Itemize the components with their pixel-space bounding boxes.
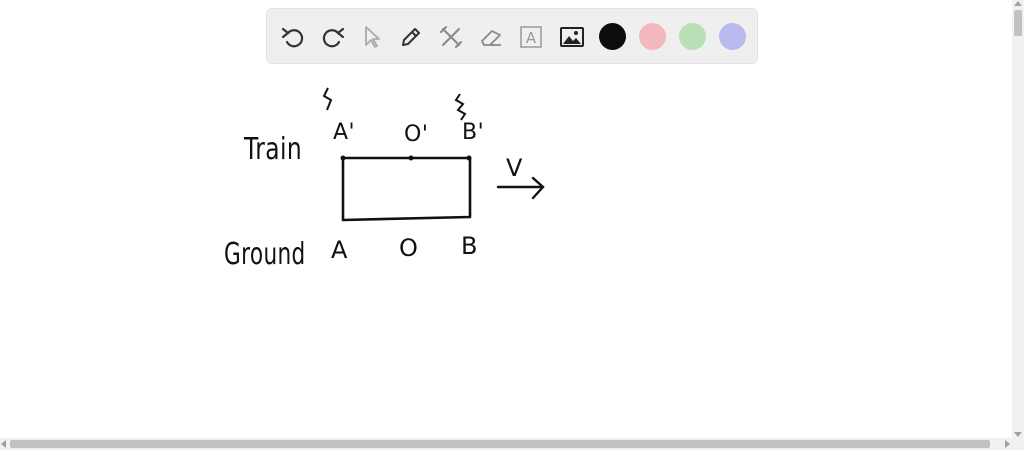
scroll-down-arrow-icon[interactable] bbox=[1014, 432, 1022, 437]
label-b: B bbox=[461, 232, 478, 260]
label-a-prime: A' bbox=[333, 120, 356, 145]
undo-button[interactable] bbox=[277, 21, 309, 53]
eraser-button[interactable] bbox=[475, 21, 507, 53]
point-o-prime-dot bbox=[408, 155, 414, 161]
image-icon bbox=[560, 27, 584, 47]
horizontal-scrollbar[interactable] bbox=[0, 438, 1024, 450]
label-velocity: V bbox=[506, 154, 523, 182]
redo-button[interactable] bbox=[317, 21, 349, 53]
text-button[interactable]: A bbox=[515, 21, 547, 53]
scroll-up-arrow-icon[interactable] bbox=[1014, 1, 1022, 6]
point-b-prime-dot bbox=[466, 155, 472, 161]
label-b-prime: B' bbox=[462, 120, 485, 145]
lightning-strike-b bbox=[454, 93, 467, 121]
pen-icon bbox=[402, 28, 420, 46]
label-o: O bbox=[399, 234, 419, 262]
image-button[interactable] bbox=[556, 21, 588, 53]
color-swatch-pink[interactable] bbox=[639, 23, 666, 50]
label-train: Train bbox=[244, 132, 303, 167]
label-a: A bbox=[331, 236, 348, 264]
eraser-icon bbox=[481, 30, 501, 46]
tools-icon bbox=[440, 26, 462, 48]
redo-icon bbox=[322, 27, 345, 48]
horizontal-scroll-thumb[interactable] bbox=[10, 440, 990, 448]
drawing-canvas[interactable]: Train Ground A' O' B' A O B V bbox=[0, 0, 1012, 438]
drawing-toolbar: A bbox=[266, 8, 758, 64]
lightning-strike-a bbox=[322, 87, 333, 111]
vertical-scroll-thumb[interactable] bbox=[1014, 10, 1022, 36]
label-o-prime: O' bbox=[404, 122, 429, 147]
sketch-layer bbox=[322, 87, 545, 222]
select-button[interactable] bbox=[356, 21, 388, 53]
color-swatch-green[interactable] bbox=[679, 23, 706, 50]
pointer-icon bbox=[365, 26, 380, 48]
point-a-prime-dot bbox=[340, 155, 346, 161]
text-icon: A bbox=[520, 26, 542, 48]
label-ground: Ground bbox=[224, 237, 306, 272]
velocity-arrow bbox=[496, 176, 545, 200]
undo-icon bbox=[281, 27, 304, 48]
vertical-scrollbar[interactable] bbox=[1012, 0, 1024, 438]
pen-button[interactable] bbox=[395, 21, 427, 53]
scroll-left-arrow-icon[interactable] bbox=[1, 440, 6, 448]
text-icon-glyph: A bbox=[526, 29, 537, 47]
tools-button[interactable] bbox=[435, 21, 467, 53]
color-swatch-black[interactable] bbox=[599, 23, 626, 50]
color-swatch-purple[interactable] bbox=[719, 23, 746, 50]
train-rectangle bbox=[341, 156, 472, 222]
scroll-right-arrow-icon[interactable] bbox=[1005, 440, 1010, 448]
